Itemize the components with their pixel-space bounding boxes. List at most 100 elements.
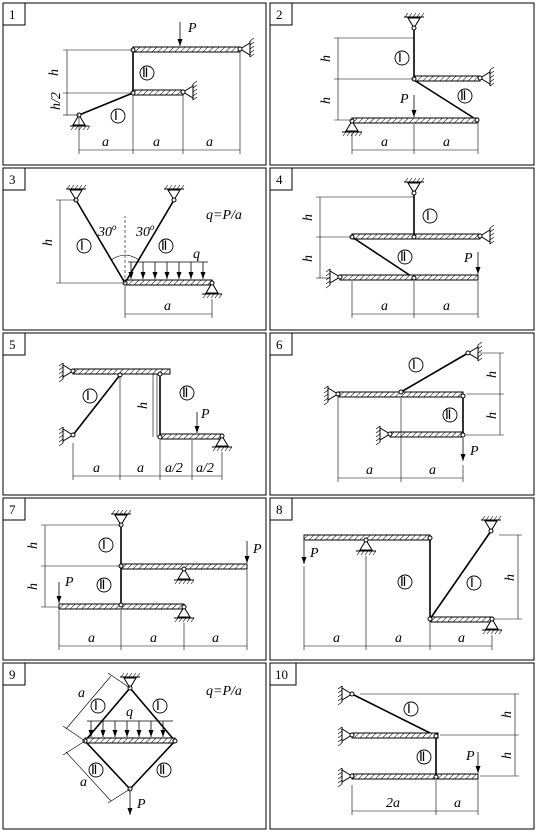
rod-2	[129, 740, 176, 790]
panel-3: 3 q 30o 30o Ⅰ Ⅱ q=P/a	[2, 167, 267, 331]
panel-number: 1	[9, 7, 16, 22]
rod-2-label: Ⅱ	[400, 574, 406, 589]
rod-2-label: Ⅱ	[419, 749, 425, 764]
rod-2-label: Ⅱ	[161, 238, 167, 253]
hinge-support	[177, 606, 191, 618]
panel-number: 6	[276, 337, 283, 352]
beam-middle	[351, 732, 439, 739]
hinge-support	[359, 539, 373, 551]
hinge-support	[407, 182, 421, 194]
panel-8: 8 P Ⅱ Ⅰ h a a a	[269, 497, 535, 661]
dim-h: h	[500, 752, 515, 759]
rod-1-label: Ⅰ	[426, 208, 430, 223]
panel-frame	[269, 167, 535, 331]
panel-frame	[2, 662, 267, 830]
hinge-support	[345, 120, 359, 132]
panel-number: 5	[9, 337, 16, 352]
rod-1	[75, 199, 126, 284]
rod-2-label: Ⅱ	[91, 762, 97, 777]
rod-1-label: Ⅰ	[156, 698, 160, 713]
panel-7: 7 P P Ⅰ Ⅱ h h a a a	[2, 497, 267, 661]
panel-6: 6 P Ⅰ Ⅱ h h a a	[269, 332, 535, 496]
rod-2-label: Ⅱ	[159, 762, 165, 777]
dim-h: h	[319, 55, 334, 62]
panel-number-box	[2, 167, 26, 191]
dim-2a: 2a	[386, 796, 400, 811]
dim-a: a	[381, 135, 388, 150]
dim-a: a	[88, 631, 95, 646]
hinge-support	[484, 520, 498, 532]
panel-frame	[269, 332, 535, 496]
panel-number: 4	[276, 172, 283, 187]
dim-h: h	[500, 711, 515, 718]
panel-frame	[2, 332, 267, 496]
dim-a: a	[102, 135, 109, 150]
dim-h: h	[26, 542, 41, 549]
load-label: q	[126, 705, 133, 720]
panel-number: 8	[276, 502, 283, 517]
angle-label: 30o	[97, 222, 117, 240]
panel-frame	[269, 497, 535, 661]
hinge-support	[167, 189, 181, 201]
hinge-support	[114, 514, 128, 526]
rod-1	[72, 374, 121, 436]
beam-middle	[132, 89, 184, 96]
hinge-support	[123, 677, 137, 689]
formula: q=P/a	[206, 208, 242, 223]
dim-a: a	[333, 631, 340, 646]
beam-lower	[339, 274, 479, 281]
rod-1-label: Ⅰ	[102, 537, 106, 552]
dim-h: h	[136, 402, 151, 409]
rod-1-label: Ⅰ	[407, 701, 411, 716]
hinge-support	[215, 435, 229, 447]
rod-1	[129, 687, 176, 742]
dim-h: h	[47, 69, 62, 76]
dim-h: h	[319, 97, 334, 104]
panel-frame	[2, 497, 267, 661]
rod-1	[351, 693, 437, 737]
rod-1	[429, 530, 492, 620]
dim-h-half: h/2	[49, 92, 64, 110]
force-label: P	[136, 797, 146, 812]
dim-a: a	[78, 686, 85, 701]
rod-2	[351, 236, 415, 279]
panel-number: 9	[9, 667, 16, 682]
dim-a: a	[429, 463, 436, 478]
rod-1-label: Ⅰ	[80, 238, 84, 253]
angle-label: 30o	[135, 222, 155, 240]
rod-2	[124, 199, 175, 284]
rod-1	[400, 352, 469, 393]
force-label: P	[463, 251, 473, 266]
panel-number-box	[2, 662, 26, 686]
rod-2-label: Ⅱ	[400, 249, 406, 264]
beam-lower	[429, 616, 493, 623]
panel-number-box	[2, 332, 26, 356]
panel-number-box	[269, 2, 293, 26]
panel-frame	[269, 662, 535, 830]
dim-h: h	[301, 214, 316, 221]
beam-top	[132, 46, 241, 53]
panel-number-box	[269, 497, 293, 521]
hinge-support	[177, 568, 191, 580]
force-label: P	[309, 546, 319, 561]
force-label: P	[64, 575, 74, 590]
dim-a: a	[458, 631, 465, 646]
rod-1-label: Ⅰ	[412, 357, 416, 372]
dim-h: h	[485, 412, 500, 419]
dim-a: a	[93, 461, 100, 476]
dim-a: a	[443, 299, 450, 314]
dim-a: a	[206, 135, 213, 150]
beam-lower	[351, 117, 479, 124]
panel-number: 2	[276, 7, 283, 22]
formula: q=P/a	[206, 684, 242, 699]
dim-h: h	[301, 255, 316, 262]
rod-1-label: Ⅰ	[398, 50, 402, 65]
rod-1-label: Ⅰ	[86, 388, 90, 403]
dim-a-half: a/2	[165, 461, 183, 476]
panel-2: 2 P Ⅰ Ⅱ h h a a	[269, 2, 535, 166]
dim-h: h	[26, 583, 41, 590]
panel-frame	[269, 2, 535, 166]
rod-2-label: Ⅱ	[182, 385, 188, 400]
rod-1-label: Ⅰ	[94, 698, 98, 713]
